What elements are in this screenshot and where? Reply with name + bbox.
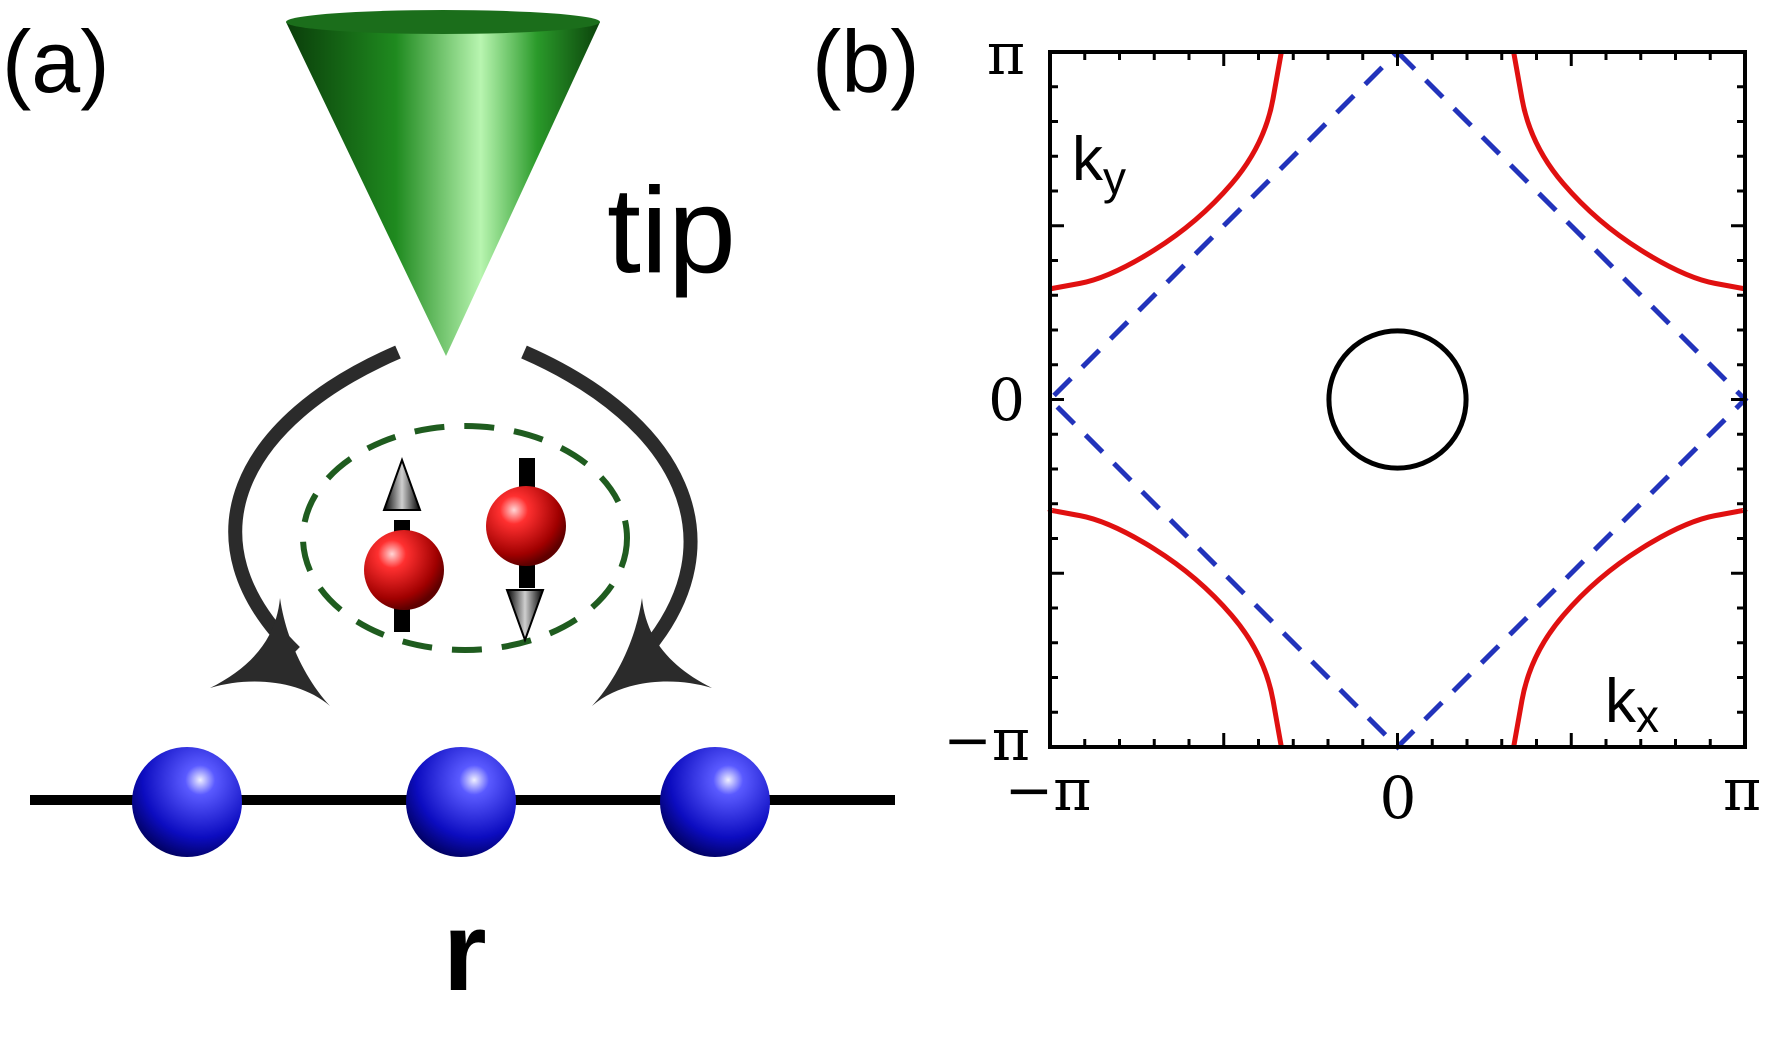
x-tick-label: −π — [1005, 756, 1092, 824]
fermi-circle — [1326, 328, 1469, 471]
fermi-surface-arc — [1511, 507, 1747, 748]
kx-axis-label: kx — [1605, 667, 1659, 742]
cooper-pair-icon — [300, 423, 630, 653]
y-tick-label: 0 — [988, 366, 1025, 434]
left-tunneling-arrow — [228, 345, 401, 658]
right-arrowhead-icon — [592, 598, 712, 706]
panel-a: (a) tip r — [2, 10, 895, 1014]
lattice-atom-icon — [660, 747, 770, 857]
stm-tip-cone-icon — [286, 10, 600, 356]
lattice-atom-icon — [406, 747, 516, 857]
tip-label: tip — [607, 162, 736, 298]
ky-axis-label: ky — [1072, 125, 1126, 204]
fermi-surface-arc — [1048, 51, 1284, 292]
plot-frame — [1048, 50, 1747, 749]
spin-up-arrow-icon — [364, 457, 444, 632]
panel-a-label: (a) — [2, 12, 110, 111]
left-arrowhead-icon — [210, 598, 330, 706]
spin-down-arrow-icon — [486, 458, 566, 643]
panel-b-label: (b) — [812, 12, 920, 111]
fermi-surface-arc — [1511, 51, 1747, 292]
y-tick-label: π — [987, 20, 1025, 88]
x-tick-label: π — [1723, 756, 1761, 824]
magnetic-brillouin-zone-diamond — [1046, 50, 1749, 751]
panel-b: (b) π 0 −π −π 0 π ky kx — [812, 12, 1761, 832]
position-label: r — [443, 889, 487, 1014]
axis-ticks — [1050, 52, 1745, 747]
fermi-surface-arc — [1048, 507, 1284, 748]
lattice-atom-icon — [132, 747, 242, 857]
x-tick-label: 0 — [1380, 764, 1417, 832]
right-tunneling-arrow — [521, 345, 698, 657]
y-tick-label: −π — [943, 706, 1030, 774]
fermi-surface-curves — [1046, 50, 1749, 751]
